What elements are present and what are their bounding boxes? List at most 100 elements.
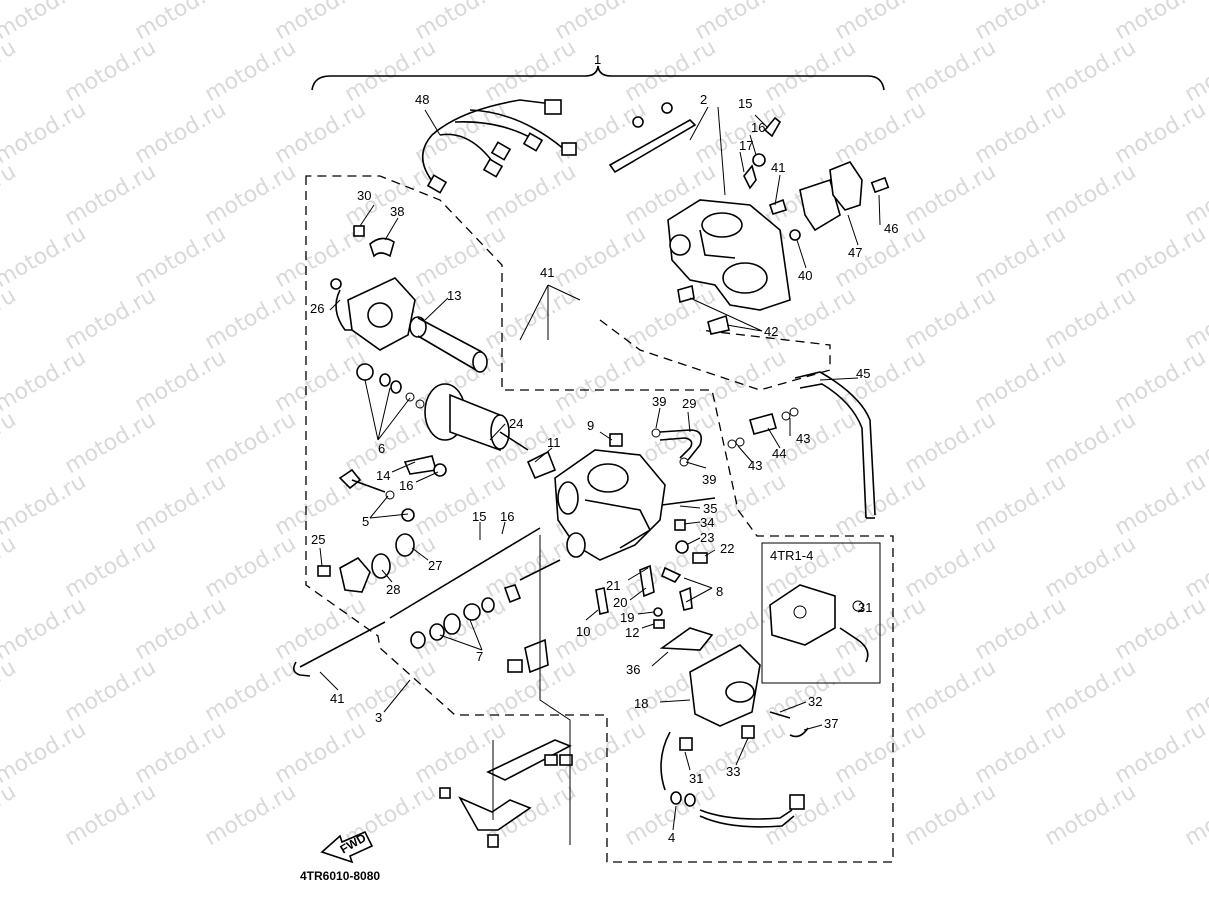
watermark-text: motod.ru (0, 717, 90, 789)
callout-c12: 12 (625, 625, 639, 640)
watermark-text: motod.ru (1111, 469, 1209, 541)
watermark-text: motod.ru (271, 97, 371, 169)
watermark-text: motod.ru (1041, 35, 1141, 107)
callout-c37: 37 (824, 716, 838, 731)
watermark-text: motod.ru (0, 531, 20, 603)
watermark-text: motod.ru (271, 593, 371, 665)
callout-c31a: 31 (689, 771, 703, 786)
callout-c32: 32 (808, 694, 822, 709)
watermark-text: motod.ru (481, 531, 581, 603)
watermark-text: motod.ru (411, 717, 511, 789)
watermark-text: motod.ru (131, 97, 231, 169)
callout-c8: 8 (716, 584, 723, 599)
callout-c2: 2 (700, 92, 707, 107)
watermark-text: motod.ru (831, 469, 931, 541)
callout-c17: 17 (739, 138, 753, 153)
callout-c5: 5 (362, 514, 369, 529)
watermark-text: motod.ru (901, 531, 1001, 603)
watermark-text: motod.ru (0, 0, 90, 45)
callout-c31b: 31 (858, 600, 872, 615)
watermark-text: motod.ru (201, 159, 301, 231)
watermark-text: motod.ru (831, 345, 931, 417)
callout-c35: 35 (703, 501, 717, 516)
callout-c19: 19 (620, 610, 634, 625)
watermark-text: motod.ru (901, 779, 1001, 851)
diagram-code: 4TR6010-8080 (300, 869, 380, 883)
watermark-text: motod.ru (831, 97, 931, 169)
watermark-text: motod.ru (201, 35, 301, 107)
callout-c15a: 15 (738, 96, 752, 111)
watermark-text: motod.ru (831, 717, 931, 789)
watermark-text: motod.ru (481, 35, 581, 107)
callout-c15b: 15 (472, 509, 486, 524)
callout-c39a: 39 (652, 394, 666, 409)
watermark-text: motod.ru (61, 35, 161, 107)
watermark-text: motod.ru (901, 35, 1001, 107)
watermark-text: motod.ru (1111, 345, 1209, 417)
carburetor-body-lower (526, 433, 666, 561)
callout-c45: 45 (856, 366, 870, 381)
watermark-text: motod.ru (761, 35, 861, 107)
callout-c28: 28 (386, 582, 400, 597)
callout-c42: 42 (764, 324, 778, 339)
callout-c11: 11 (547, 435, 561, 450)
watermark-text: motod.ru (1041, 531, 1141, 603)
watermark-text: motod.ru (1181, 655, 1209, 727)
watermark-text: motod.ru (971, 97, 1071, 169)
callout-c40: 40 (798, 268, 812, 283)
callout-c1: 1 (594, 52, 601, 67)
watermark-text: motod.ru (1041, 655, 1141, 727)
watermark-text: motod.ru (1041, 779, 1141, 851)
watermark-text: motod.ru (1041, 407, 1141, 479)
watermark-text: motod.ru (0, 97, 90, 169)
watermark-text: motod.ru (1041, 159, 1141, 231)
left-subassembly-outline (305, 175, 894, 863)
callout-c21: 21 (606, 578, 620, 593)
watermark-text: motod.ru (0, 221, 90, 293)
callout-c24: 24 (509, 416, 523, 431)
callout-c23: 23 (700, 530, 714, 545)
watermark-text: motod.ru (201, 283, 301, 355)
watermark-text: motod.ru (1181, 283, 1209, 355)
callout-c14: 14 (376, 468, 390, 483)
watermark-text: motod.ru (131, 593, 231, 665)
callout-c20: 20 (613, 595, 627, 610)
watermark-text: motod.ru (1111, 593, 1209, 665)
right-pipes (651, 371, 876, 519)
callout-c3: 3 (375, 710, 382, 725)
watermark-text: motod.ru (131, 345, 231, 417)
inset-frame (761, 542, 881, 684)
watermark-text: motod.ru (901, 159, 1001, 231)
watermark-text: motod.ru (61, 407, 161, 479)
watermark-text: motod.ru (201, 779, 301, 851)
jets-and-needles (595, 497, 716, 629)
watermark-text: motod.ru (201, 407, 301, 479)
watermark-text: motod.ru (341, 655, 441, 727)
watermark-text: motod.ru (411, 221, 511, 293)
watermark-text: motod.ru (0, 345, 90, 417)
watermark-text: motod.ru (61, 531, 161, 603)
callout-c18: 18 (634, 696, 648, 711)
watermark-text: motod.ru (131, 469, 231, 541)
callout-c27: 27 (428, 558, 442, 573)
watermark-text: motod.ru (0, 469, 90, 541)
watermark-text: motod.ru (1111, 97, 1209, 169)
watermark-text: motod.ru (201, 531, 301, 603)
watermark-text: motod.ru (0, 779, 20, 851)
watermark-text: motod.ru (0, 407, 20, 479)
callout-c22: 22 (720, 541, 734, 556)
callout-c41b: 41 (540, 265, 554, 280)
watermark-text: motod.ru (551, 221, 651, 293)
callout-c47: 47 (848, 245, 862, 260)
callout-c16c: 16 (500, 509, 514, 524)
callout-c9: 9 (587, 418, 594, 433)
watermark-text: motod.ru (0, 593, 90, 665)
watermark-text: motod.ru (271, 717, 371, 789)
watermark-text: motod.ru (1181, 531, 1209, 603)
watermark-text: motod.ru (551, 717, 651, 789)
watermark-text: motod.ru (971, 221, 1071, 293)
wire-harness-48 (421, 99, 577, 194)
callout-c26: 26 (310, 301, 324, 316)
diaphragm-piston-24 (356, 363, 529, 452)
